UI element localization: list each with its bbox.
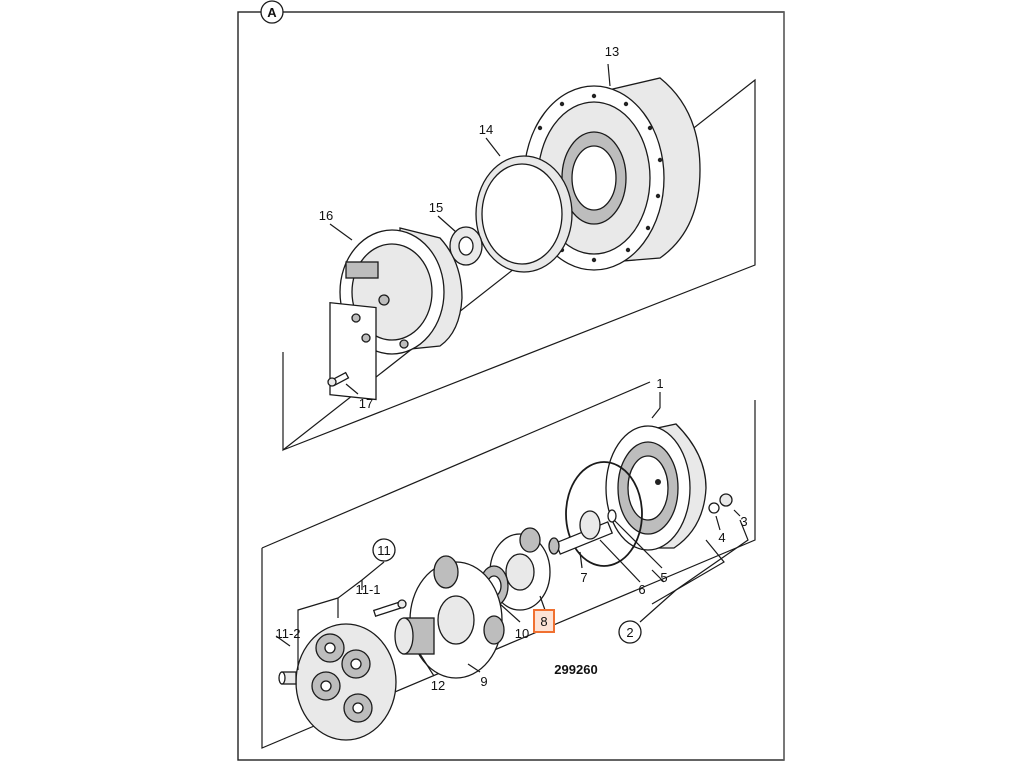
callout-5[interactable]: 5 xyxy=(660,570,667,585)
svg-text:2: 2 xyxy=(626,625,633,640)
planet-pin xyxy=(278,671,297,685)
cover-screw xyxy=(651,407,661,419)
callout-12[interactable]: 12 xyxy=(431,678,445,693)
svg-text:5: 5 xyxy=(660,570,667,585)
callout-2[interactable]: 2 xyxy=(618,620,642,644)
svg-text:11-2: 11-2 xyxy=(275,626,300,641)
svg-text:12: 12 xyxy=(431,678,445,693)
callout-11[interactable]: 11 xyxy=(372,538,396,562)
callout-11-1[interactable]: 11-1 xyxy=(355,582,380,597)
carrier-bolt xyxy=(372,599,407,617)
callout-10[interactable]: 10 xyxy=(515,626,529,641)
svg-text:16: 16 xyxy=(319,208,333,223)
svg-text:7: 7 xyxy=(580,570,587,585)
svg-text:8: 8 xyxy=(540,614,547,629)
final-drive-housing xyxy=(523,77,701,271)
svg-text:6: 6 xyxy=(638,582,645,597)
svg-text:15: 15 xyxy=(429,200,443,215)
svg-text:11-1: 11-1 xyxy=(355,582,380,597)
callout-8-highlighted[interactable]: 8 xyxy=(533,609,555,633)
motor-bolt xyxy=(327,371,350,387)
section-marker: A xyxy=(260,0,284,24)
callout-13[interactable]: 13 xyxy=(605,44,619,59)
hub-ring-gear xyxy=(605,423,707,551)
svg-text:10: 10 xyxy=(515,626,529,641)
callout-9[interactable]: 9 xyxy=(480,674,487,689)
callout-14[interactable]: 14 xyxy=(479,122,493,137)
svg-text:9: 9 xyxy=(480,674,487,689)
callout-6[interactable]: 6 xyxy=(638,582,645,597)
svg-text:3: 3 xyxy=(740,514,747,529)
callout-17[interactable]: 17 xyxy=(359,396,373,411)
washer xyxy=(449,226,483,266)
callout-7[interactable]: 7 xyxy=(580,570,587,585)
callout-3[interactable]: 3 xyxy=(740,514,747,529)
travel-motor xyxy=(329,227,463,401)
ring-seal xyxy=(475,155,573,273)
svg-text:14: 14 xyxy=(479,122,493,137)
callout-11-2[interactable]: 11-2 xyxy=(275,626,300,641)
sun-gear xyxy=(394,617,435,655)
splined-shaft xyxy=(548,510,614,555)
nut-washer xyxy=(708,493,733,514)
callout-4[interactable]: 4 xyxy=(718,530,725,545)
upper-group-outline xyxy=(282,78,756,452)
callout-16[interactable]: 16 xyxy=(319,208,333,223)
svg-text:17: 17 xyxy=(359,396,373,411)
callout-1[interactable]: 1 xyxy=(656,376,663,391)
svg-text:13: 13 xyxy=(605,44,619,59)
callout-15[interactable]: 15 xyxy=(429,200,443,215)
planet-gear-assembly xyxy=(295,623,397,741)
page-border xyxy=(237,11,785,761)
svg-text:11: 11 xyxy=(377,543,391,558)
drawing-number: 299260 xyxy=(554,662,597,677)
lower-group-outline xyxy=(261,400,756,749)
lower-group-top-edge xyxy=(261,381,651,549)
o-ring xyxy=(565,461,643,567)
svg-text:1: 1 xyxy=(656,376,663,391)
leader-lines xyxy=(275,63,749,677)
thrust-washer xyxy=(607,509,617,523)
planet-carrier-small xyxy=(479,527,551,611)
svg-text:A: A xyxy=(267,5,277,20)
svg-text:4: 4 xyxy=(718,530,725,545)
